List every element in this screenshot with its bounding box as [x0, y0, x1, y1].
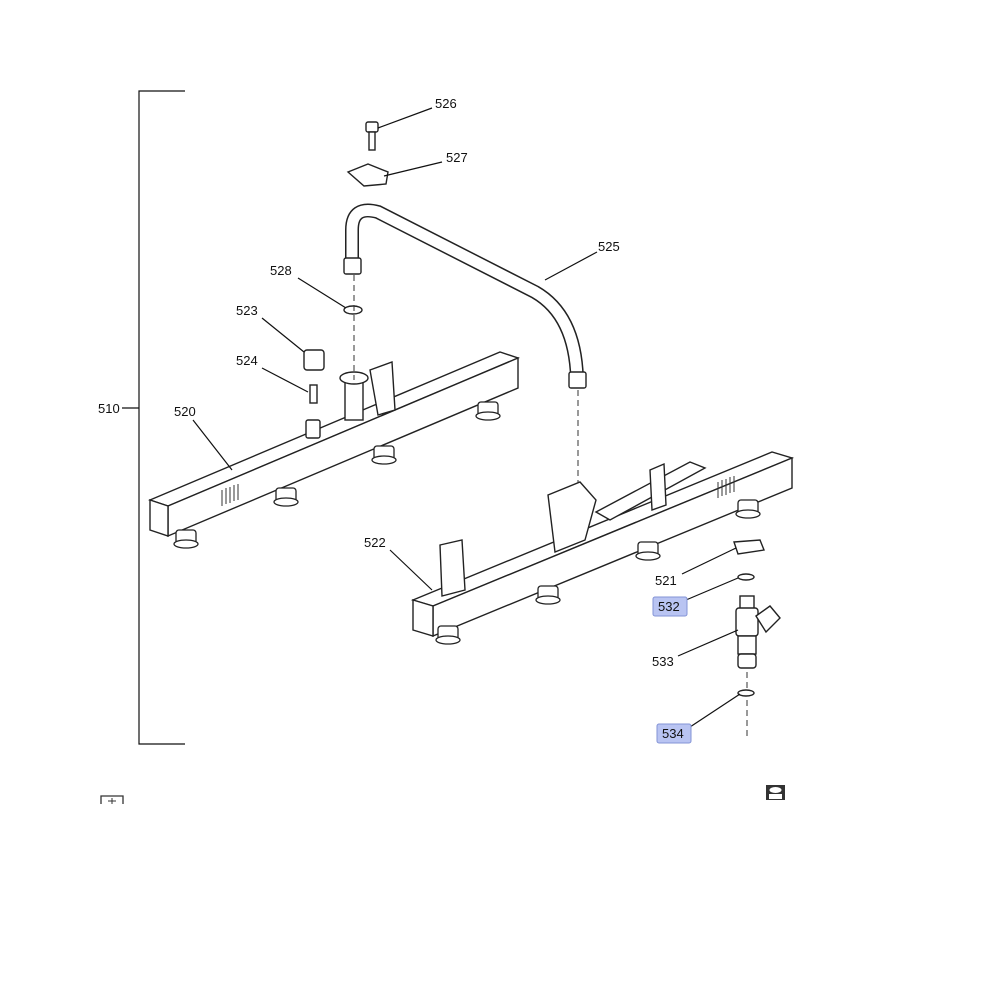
expand-icon[interactable]	[100, 795, 124, 804]
callout-527[interactable]: 527	[446, 150, 468, 165]
callout-524[interactable]: 524	[236, 353, 258, 368]
callout-528[interactable]: 528	[270, 263, 292, 278]
callout-522[interactable]: 522	[364, 535, 386, 550]
callout-521[interactable]: 521	[655, 573, 677, 588]
callout-533[interactable]: 533	[652, 654, 674, 669]
callout-526[interactable]: 526	[435, 96, 457, 111]
callout-532-highlight[interactable]	[652, 596, 688, 617]
callout-534-highlight[interactable]	[656, 723, 692, 744]
left-fuel-rail	[148, 305, 520, 549]
right-fuel-rail	[410, 451, 795, 645]
leader-lines	[192, 107, 741, 728]
callout-520[interactable]: 520	[174, 404, 196, 419]
callout-525[interactable]: 525	[598, 239, 620, 254]
print-icon[interactable]	[766, 785, 785, 800]
callout-532[interactable]: 532	[658, 599, 680, 614]
bolt-and-bracket	[346, 121, 389, 187]
crossover-tube	[343, 203, 587, 485]
assembly-bracket	[122, 90, 185, 745]
callout-523[interactable]: 523	[236, 303, 258, 318]
callout-534[interactable]: 534	[662, 726, 684, 741]
callout-510: 510	[98, 401, 120, 416]
injector-stack	[733, 539, 781, 740]
